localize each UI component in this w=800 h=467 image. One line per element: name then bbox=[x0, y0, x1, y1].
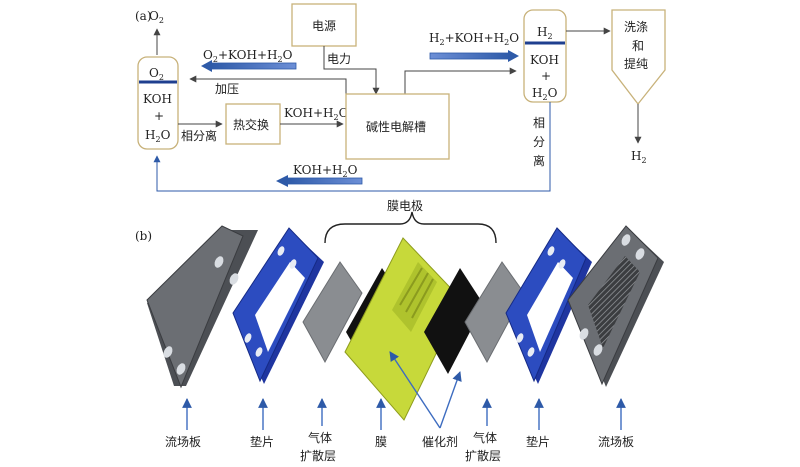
label-membrane: 膜 bbox=[375, 435, 387, 449]
koh-return-loop bbox=[153, 102, 551, 192]
label-flow-plate-left: 流场板 bbox=[165, 435, 201, 449]
heat-exchanger-box: 热交换 bbox=[225, 103, 281, 145]
gasket-right bbox=[505, 227, 592, 384]
pointer-catalyst-right bbox=[439, 371, 462, 429]
power-line bbox=[323, 46, 380, 95]
pointer-catalyst-left bbox=[389, 351, 441, 429]
label-catalyst: 催化剂 bbox=[422, 434, 458, 449]
flow-field-plate-left bbox=[146, 225, 258, 389]
left-phase-separation-label: 相分离 bbox=[181, 128, 217, 143]
purification-vessel: 洗涤 和 提纯 bbox=[611, 9, 666, 106]
svg-text:碱性电解槽: 碱性电解槽 bbox=[366, 120, 426, 134]
svg-text:KOH: KOH bbox=[530, 53, 559, 67]
right-phase-separation-label: 相 分 离 bbox=[533, 116, 545, 168]
label-gdl-left-line1: 气体 bbox=[308, 430, 332, 445]
svg-text:+: + bbox=[541, 69, 551, 83]
power-line-label: 电力 bbox=[327, 52, 351, 66]
catalyst-layer-right bbox=[424, 268, 484, 374]
o2-output-label: O2 bbox=[149, 9, 164, 25]
svg-text:相: 相 bbox=[533, 116, 545, 130]
label-gasket-right: 垫片 bbox=[526, 434, 550, 449]
svg-text:分: 分 bbox=[533, 135, 545, 149]
label-gdl-right-line2: 扩散层 bbox=[465, 448, 501, 463]
left-separator: O2 KOH + H2O bbox=[137, 56, 179, 150]
o2-stream-label: O2+KOH+H2O bbox=[203, 48, 293, 64]
alkaline-electrolyzer-box: 碱性电解槽 bbox=[345, 93, 450, 160]
h2-stream-fat-arrow bbox=[429, 50, 519, 62]
electrolyzer-to-left-separator-line bbox=[189, 75, 347, 94]
svg-text:H2: H2 bbox=[537, 25, 553, 41]
svg-text:KOH: KOH bbox=[143, 92, 172, 106]
panel-b-label: (b) bbox=[135, 229, 152, 243]
right-separator: H2 KOH + H2O bbox=[523, 9, 567, 103]
svg-text:O2: O2 bbox=[149, 66, 164, 82]
koh-to-cell-label: KOH+H2O bbox=[284, 106, 349, 122]
koh-return-label: KOH+H2O bbox=[293, 163, 358, 179]
svg-text:O2: O2 bbox=[149, 9, 164, 25]
power-source-box: 电源 bbox=[291, 3, 357, 47]
o2-stream-fat-arrow bbox=[201, 60, 297, 72]
gasket-left bbox=[232, 227, 324, 384]
svg-text:H2O: H2O bbox=[145, 128, 171, 144]
electrolyzer-to-right-separator-line bbox=[404, 67, 517, 94]
flow-field-plate-right bbox=[567, 225, 664, 387]
svg-text:H2O: H2O bbox=[532, 86, 558, 102]
label-flow-plate-right: 流场板 bbox=[598, 435, 634, 449]
svg-text:热交换: 热交换 bbox=[233, 117, 269, 132]
mea-brace bbox=[324, 211, 497, 244]
h2-stream-label: H2+KOH+H2O bbox=[429, 31, 519, 47]
part-pointer-arrows bbox=[182, 351, 626, 430]
panel-a-label: (a) bbox=[135, 9, 152, 23]
koh-return-fat-arrow bbox=[276, 175, 363, 187]
mea-label: 膜电极 bbox=[387, 199, 423, 213]
h2-product-label: H2 bbox=[631, 149, 647, 165]
svg-text:电源: 电源 bbox=[312, 19, 336, 33]
gas-diffusion-layer-left bbox=[302, 261, 363, 364]
svg-text:+: + bbox=[154, 109, 164, 123]
svg-text:离: 离 bbox=[533, 153, 545, 168]
label-gdl-right-line1: 气体 bbox=[473, 430, 497, 445]
pressurize-label: 加压 bbox=[215, 82, 239, 96]
svg-text:和: 和 bbox=[632, 39, 644, 53]
label-gdl-left-line2: 扩散层 bbox=[300, 448, 336, 463]
svg-text:提纯: 提纯 bbox=[624, 56, 648, 71]
label-gasket-left: 垫片 bbox=[250, 434, 274, 449]
svg-text:洗涤: 洗涤 bbox=[624, 20, 648, 34]
